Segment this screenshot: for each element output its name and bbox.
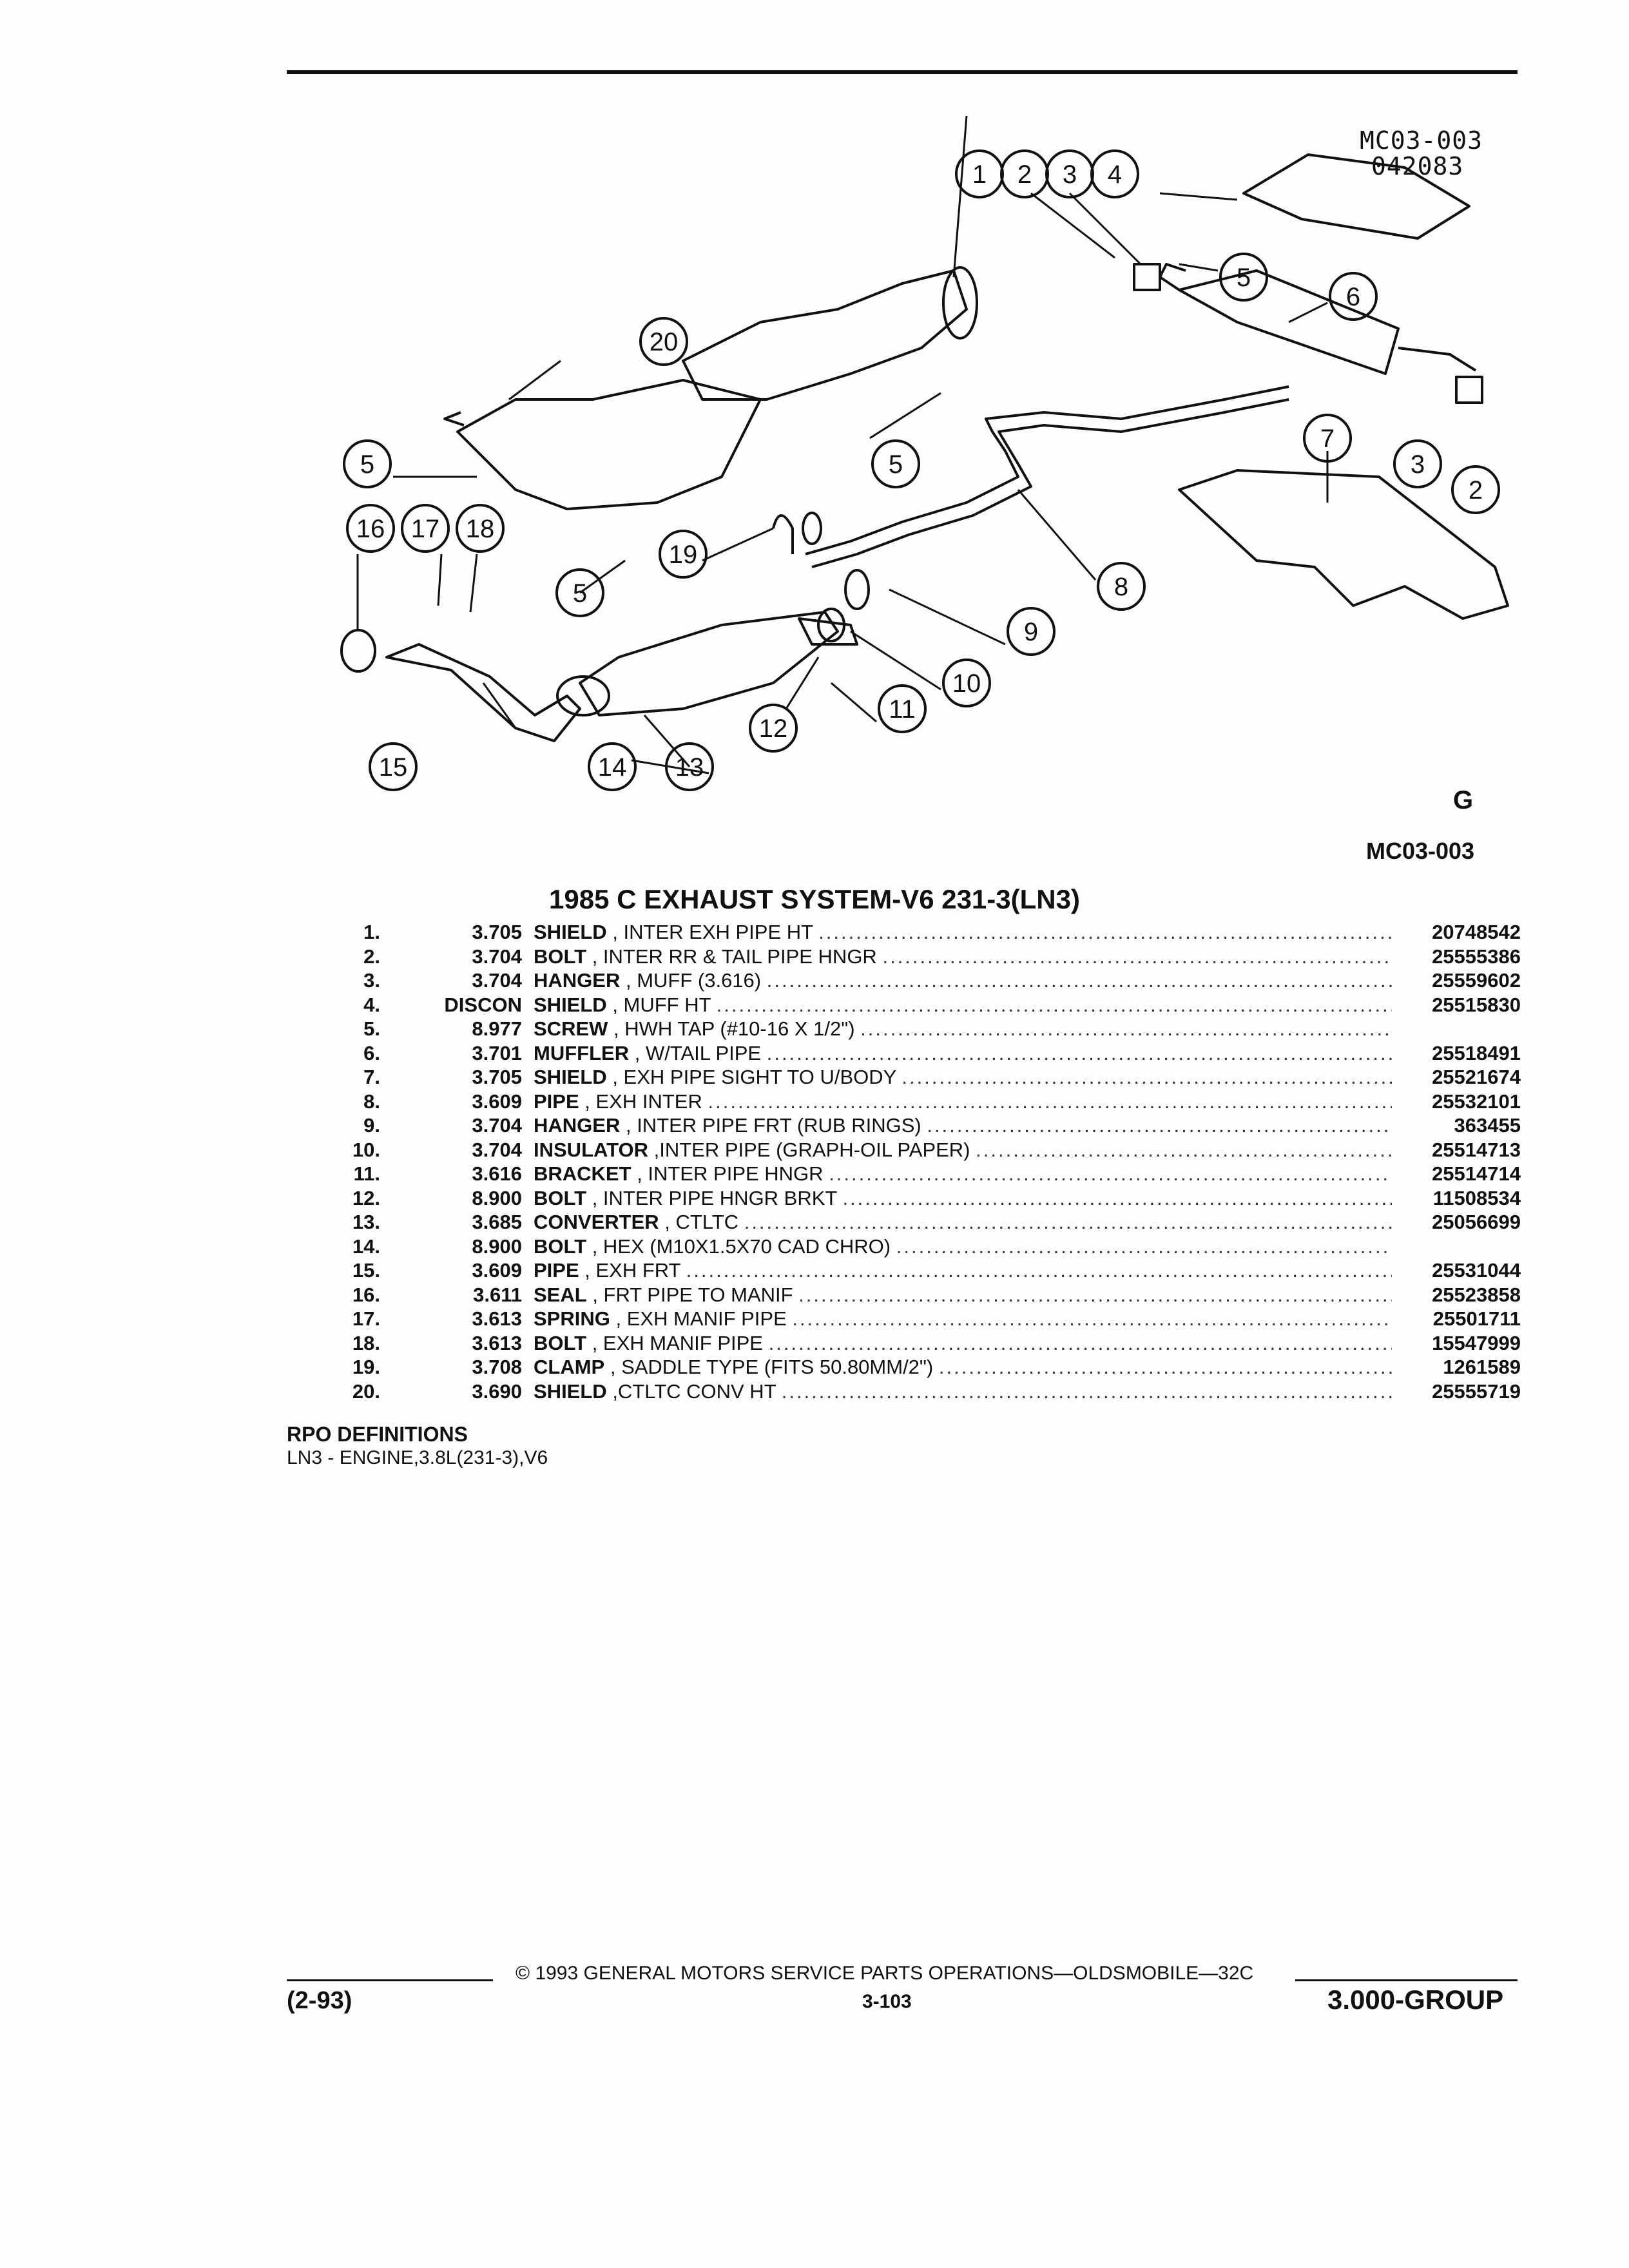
revision-date: (2-93) [287,1987,352,2014]
svg-text:7: 7 [1320,425,1335,453]
callout-12: 12 [749,704,798,753]
callout-11: 11 [878,684,927,733]
copyright-line: © 1993 GENERAL MOTORS SERVICE PARTS OPER… [516,1963,1254,1984]
svg-text:5: 5 [360,450,374,479]
svg-text:9: 9 [1024,618,1038,646]
callout-5d: 5 [555,568,604,617]
svg-text:20: 20 [650,328,679,356]
callout-4: 4 [1090,149,1139,198]
callout-9: 9 [1007,607,1055,656]
page-number: 3-103 [862,1991,912,2012]
callout-1: 1 [955,149,1004,198]
top-rule [287,70,1518,74]
sight-shield-part [1178,469,1509,620]
svg-text:1: 1 [972,160,987,189]
callout-7: 7 [1303,414,1352,463]
inter-pipe-shield-part [682,269,968,401]
svg-text:12: 12 [759,715,788,743]
callout-10: 10 [942,658,991,707]
svg-text:6: 6 [1346,283,1360,311]
svg-text:5: 5 [1237,264,1251,292]
callout-14: 14 [588,742,637,791]
diagram-code-bottom: MC03-003 [1366,838,1475,864]
logo-g-icon: G [1453,786,1474,814]
inter-pipe-part [805,385,1289,555]
svg-text:2: 2 [1017,160,1032,189]
svg-text:3: 3 [1063,160,1077,189]
svg-text:19: 19 [669,541,698,569]
page-title: 1985 C EXHAUST SYSTEM-V6 231-3(LN3) [549,884,1080,914]
exhaust-diagram: 1 2 3 4 5 6 7 8 9 10 11 12 13 14 15 16 1… [322,115,1521,838]
svg-text:16: 16 [356,515,385,543]
svg-text:8: 8 [1114,573,1128,601]
callout-8: 8 [1097,562,1146,611]
rpo-definition: LN3 - ENGINE,3.8L(231-3),V6 [287,1447,548,1468]
muffler-shield-part [1242,153,1470,240]
svg-text:14: 14 [598,753,627,782]
footer-rule-left [287,1979,493,1981]
svg-text:17: 17 [411,515,440,543]
callout-5b: 5 [343,439,392,488]
callout-19: 19 [659,530,708,579]
svg-text:5: 5 [573,579,587,608]
callout-5c: 5 [871,439,920,488]
callout-2b: 2 [1451,465,1500,514]
exhaust-diagram-svg: 1 2 3 4 5 6 7 8 9 10 11 12 13 14 15 16 1… [340,115,1509,791]
group-label: 3.000-GROUP [1327,1984,1504,2015]
svg-text:15: 15 [379,753,408,782]
svg-text:18: 18 [466,515,495,543]
callout-17: 17 [401,504,450,553]
svg-text:3: 3 [1411,450,1425,479]
rpo-heading: RPO DEFINITIONS [287,1423,468,1446]
callout-13: 13 [665,742,714,791]
diagram-code: MC03-003 [1360,126,1483,155]
svg-text:11: 11 [889,695,916,724]
callout-5: 5 [1219,253,1268,302]
callout-18: 18 [456,504,505,553]
callout-16: 16 [346,504,395,553]
svg-text:4: 4 [1108,160,1122,189]
converter-part [579,611,839,716]
callout-20: 20 [639,317,688,366]
callout-3: 3 [1045,149,1094,198]
svg-text:5: 5 [889,450,903,479]
converter-shield-part [456,379,762,510]
svg-text:2: 2 [1469,476,1483,505]
front-pipe-part [385,643,581,742]
callout-3b: 3 [1393,439,1442,488]
callout-6: 6 [1329,272,1378,321]
footer-rule-right [1295,1979,1518,1981]
callout-15: 15 [369,742,418,791]
svg-text:13: 13 [675,753,704,782]
svg-text:10: 10 [952,669,981,698]
callout-2: 2 [1000,149,1049,198]
muffler-part [1178,269,1400,375]
